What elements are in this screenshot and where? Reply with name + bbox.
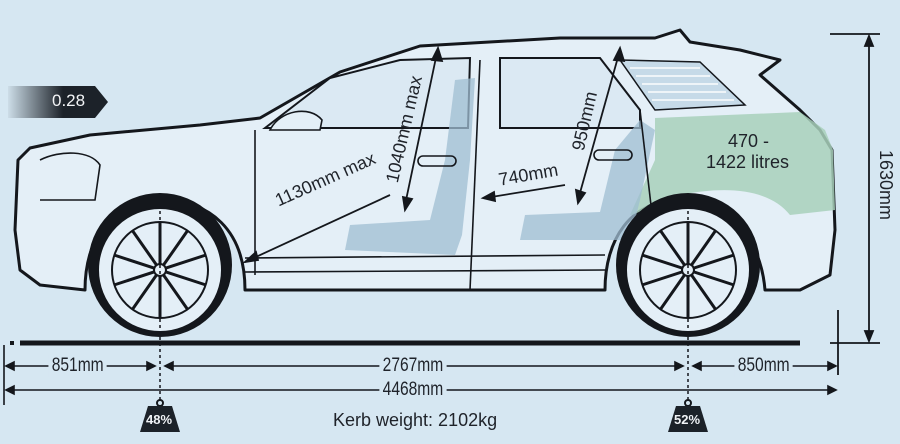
rear-weight-distribution: 52% — [674, 412, 701, 427]
front-wheel — [88, 193, 232, 337]
front-weight-icon — [140, 399, 180, 432]
rear-window — [499, 57, 641, 129]
boot-area — [630, 112, 835, 215]
overall-length-label: 4468mm — [379, 379, 447, 401]
rear-overhang-label: 850mm — [734, 355, 793, 377]
rear-wheel — [616, 193, 760, 337]
rear-door-handle — [593, 149, 633, 161]
front-seat — [345, 78, 475, 255]
front-overhang-label: 851mm — [48, 355, 107, 377]
glass-stripes — [630, 67, 734, 101]
door-lines — [39, 59, 656, 291]
front-weight-distribution: 48% — [146, 412, 173, 427]
drag-coefficient-label: 0.28 — [52, 91, 86, 110]
interior-arrows — [242, 45, 626, 264]
height-label: 1630mm — [876, 150, 896, 221]
rear-weight-icon — [668, 399, 708, 432]
boot-capacity-line2: 1422 litres — [706, 152, 790, 172]
wheelbase-label: 2767mm — [379, 355, 447, 377]
boot-capacity-line1: 470 - — [728, 131, 770, 151]
height-dimension-line — [830, 33, 880, 375]
drag-coefficient-badge-shape — [8, 86, 108, 118]
front-door-handle — [417, 155, 457, 167]
kerb-weight-label: Kerb weight: 2102kg — [333, 410, 498, 430]
axle-lines — [159, 205, 689, 400]
